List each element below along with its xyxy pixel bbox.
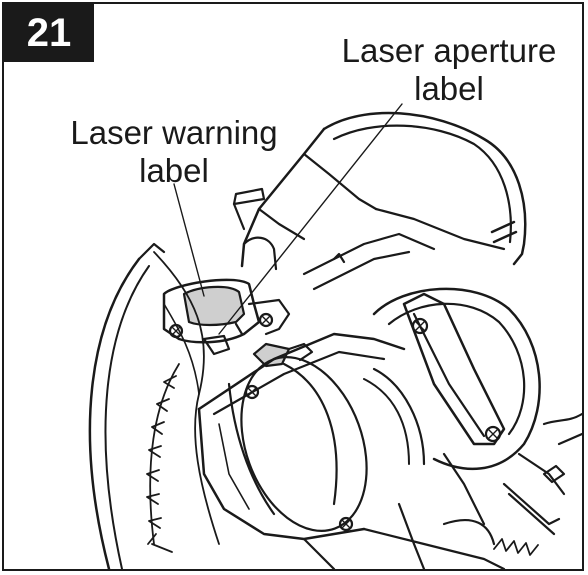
saw-handle [232,111,527,271]
laser-cable [153,251,220,545]
step-number: 21 [26,10,72,55]
laser-warning-callout-line2: label [139,152,209,189]
callout-leader-lines [173,103,403,335]
saw-base [302,502,506,569]
laser-aperture-leader [218,103,403,335]
laser-warning-leader [173,183,205,297]
laser-aperture-callout-line1: Laser aperture [341,32,557,69]
laser-warning-callout-line1: Laser warning [70,114,278,151]
rear-rail [502,412,582,536]
motor-end-cap [363,287,541,526]
saw-blade-icon [146,363,180,553]
laser-aperture-callout: Laser aperture label [304,32,582,108]
laser-aperture-callout-line2: label [414,70,484,107]
spring-icon [493,538,539,556]
motor-housing [197,332,406,541]
miter-saw-illustration [88,103,582,569]
blade-guard [88,242,166,569]
figure-frame: 21 Laser aperture label Laser warning la… [2,2,584,571]
saw-arm [302,232,436,291]
laser-warning-bracket [162,278,261,356]
step-number-badge: 21 [4,4,94,62]
laser-warning-callout: Laser warning label [44,114,304,190]
